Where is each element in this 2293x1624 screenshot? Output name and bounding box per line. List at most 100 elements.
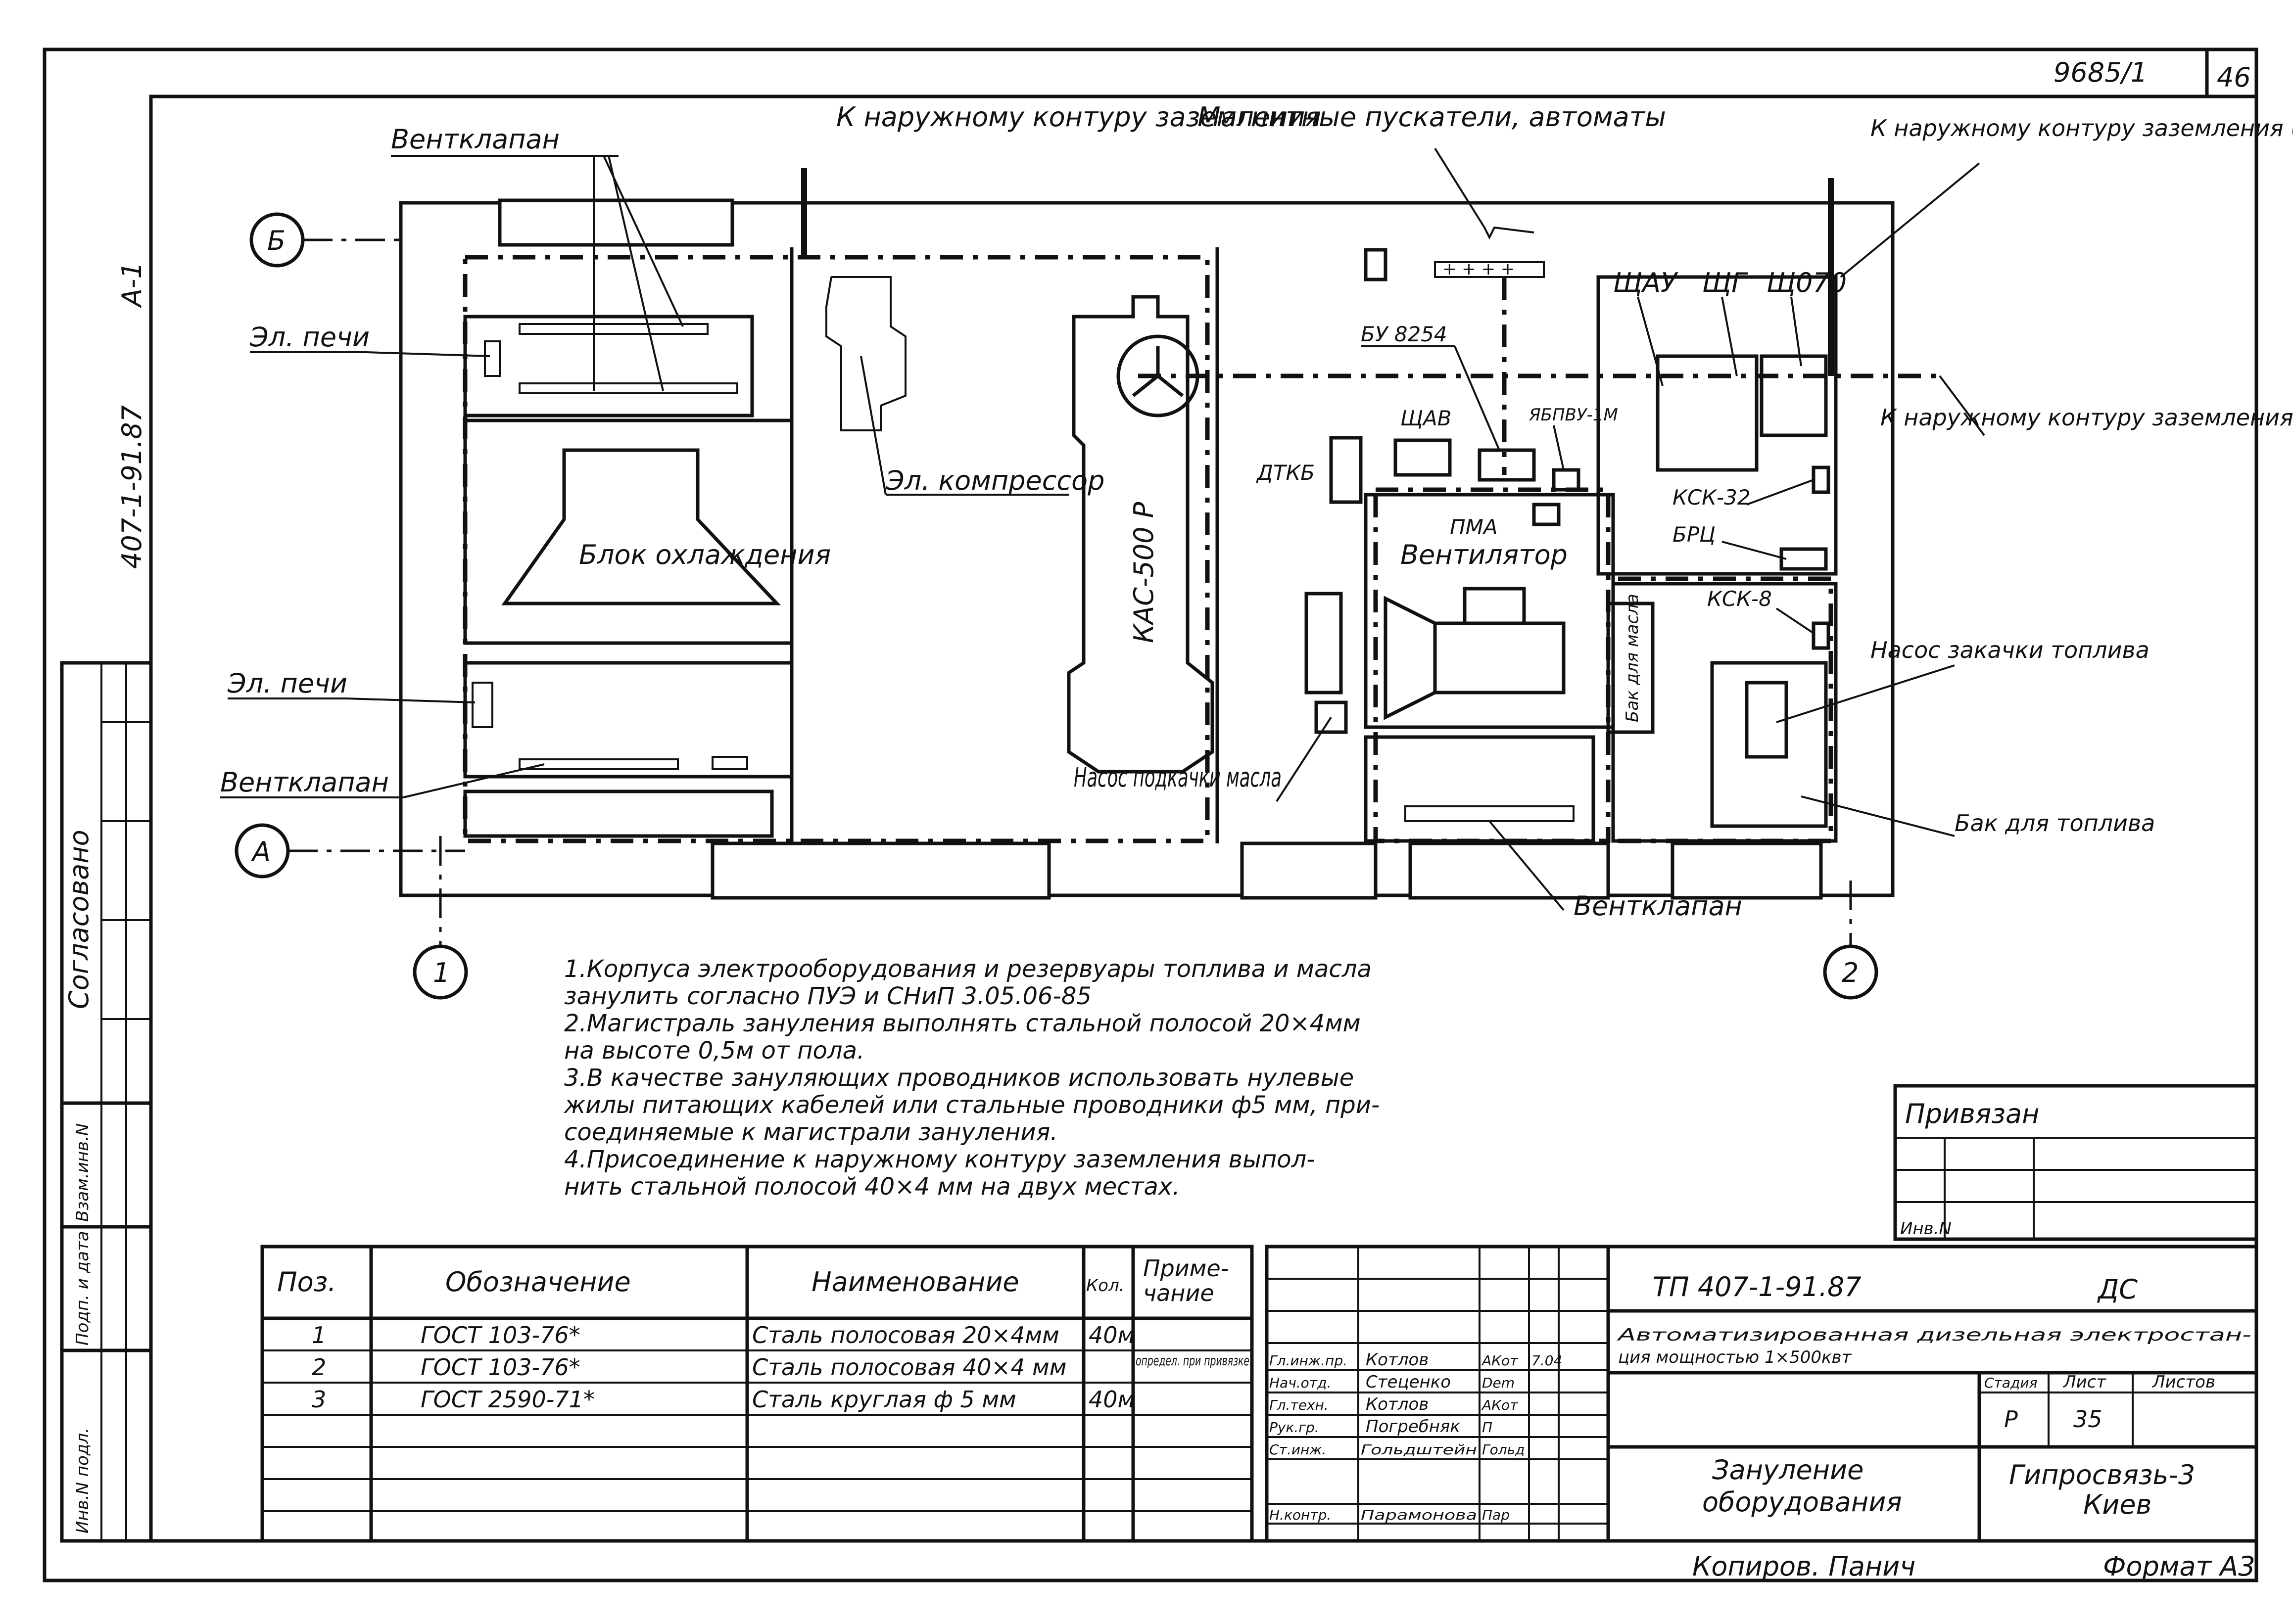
bottom-opening-3 (1408, 841, 1610, 900)
el-pech-5 (712, 756, 748, 770)
fan-label: Вентилятор (1400, 539, 1568, 570)
person-1-sign: АКот (1481, 1352, 1518, 1369)
leader-fuel-tank (1801, 795, 1955, 837)
note-line-9: нить стальной полосой 40×4 мм на двух ме… (564, 1173, 1180, 1201)
label-shchau: ЩАУ (1613, 267, 1678, 298)
spec-h-note-1: Приме- (1143, 1255, 1229, 1282)
label-dtkb: ДТКБ (1256, 461, 1315, 485)
note-line-4: на высоте 0,5м от пола. (564, 1037, 864, 1065)
el-pech-3 (484, 340, 501, 377)
axis-b-label: Б (267, 225, 286, 256)
person-1-name: Котлов (1366, 1350, 1429, 1370)
panel-shchau-shchg (1656, 354, 1759, 472)
spec-r2-name: Сталь полосовая 40×4 мм (752, 1354, 1066, 1381)
label-shchav: ЩАВ (1400, 406, 1451, 430)
leader-ventklapan-2 (603, 155, 684, 327)
el-pech-6 (472, 682, 493, 728)
note-line-1: 1.Корпуса электрооборудования и резервуа… (564, 955, 1372, 983)
label-ext-contour-top: К наружному контуру заземления (836, 101, 1321, 133)
grounding-main (463, 255, 1210, 843)
el-pech-4 (519, 758, 679, 770)
leader-el-pechi-top (366, 351, 490, 357)
leader-ventklapan-bottom (1488, 820, 1565, 911)
axes: Б А 1 2 (235, 212, 1878, 1000)
person-2-sign: Dem (1482, 1375, 1515, 1391)
label-ksk8: КСК-8 (1707, 587, 1772, 611)
label-shchg: ЩГ (1702, 267, 1748, 298)
label-magnetic: Магнитные пускатели, автоматы (1197, 101, 1666, 133)
title-stage-h: Стадия (1984, 1375, 2037, 1391)
bound-title: Привязан (1905, 1098, 2039, 1129)
spec-r1-designation: ГОСТ 103-76* (421, 1322, 580, 1348)
cooling-block-label: Блок охлаждения (579, 539, 831, 570)
spec-r3-qty: 40м (1089, 1386, 1135, 1413)
note-line-8: 4.Присоединение к наружному контуру зазе… (564, 1146, 1315, 1173)
label-yabpvu: ЯБПВУ-1М (1529, 405, 1618, 425)
leader-ext-v1 (1840, 162, 1980, 278)
room-el-pechi-top (463, 315, 754, 418)
strip-cell-replace-inv: Взам.инв.N (73, 1123, 93, 1222)
generator-star (1132, 346, 1184, 397)
title-stage: Р (2004, 1406, 2018, 1433)
plan-labels: Вентклапан Эл. печи Эл. печи Вентклапан … (220, 101, 2293, 922)
person-2-name: Стеценко (1366, 1372, 1451, 1392)
leader-ext-v2 (1939, 375, 1985, 436)
note-line-3: 2.Магистраль зануления выполнять стально… (564, 1010, 1361, 1037)
leader-shchau (1637, 296, 1664, 386)
label-ventklapan-left: Вентклапан (220, 767, 389, 798)
person-5-role: Ст.инж. (1269, 1441, 1326, 1458)
doc-number-top: 9685/1 (2054, 57, 2148, 88)
person-6-role: Н.контр. (1269, 1507, 1331, 1523)
agreed-label: Согласовано (63, 830, 95, 1009)
axis-a-label: А (251, 836, 271, 867)
left-strip: Согласовано Взам.инв.N Подп. и дата Инв.… (60, 661, 153, 1543)
leader-shchg (1721, 296, 1738, 376)
label-ksk32: КСК-32 (1672, 485, 1751, 510)
label-bu: БУ 8254 (1361, 322, 1447, 346)
spec-r1-qty: 40м (1089, 1322, 1135, 1348)
spec-r3-designation: ГОСТ 2590-71* (421, 1386, 595, 1413)
label-ext-contour-v1: К наружному контуру заземления (вариант … (1870, 115, 2293, 141)
bound-inv: Инв.N (1900, 1219, 1952, 1239)
person-1-date: 7.04 (1531, 1352, 1562, 1369)
label-fuel-tank: Бак для топлива (1955, 810, 2155, 836)
panel-dtkb (1329, 436, 1363, 504)
person-3-name: Котлов (1366, 1394, 1429, 1414)
magnetic-starters-plus: + + + + (1442, 259, 1515, 279)
note-line-5: 3.В качестве зануляющих проводников испо… (564, 1064, 1354, 1092)
label-el-pechi-bottom: Эл. печи (227, 668, 347, 699)
pma-label: ПМА (1450, 515, 1498, 539)
note-line-7: соединяемые к магистрали зануления. (564, 1118, 1058, 1146)
title-block: ТП 407-1-91.87 ДС Автоматизированная диз… (1265, 1245, 2258, 1543)
person-2-role: Нач.отд. (1269, 1375, 1331, 1391)
room-panels (1596, 275, 1838, 576)
spec-r3-name: Сталь круглая ф 5 мм (752, 1386, 1016, 1413)
title-frame (1265, 1245, 2258, 1543)
bottom-opening-2 (1240, 841, 1378, 900)
sheet-number: 46 (2217, 62, 2251, 93)
spec-r3-pos: 3 (312, 1386, 326, 1413)
person-5-sign: Гольд (1482, 1441, 1525, 1458)
generator-symbol (1116, 334, 1199, 418)
title-sheets-h: Листов (2151, 1372, 2215, 1392)
person-4-sign: П (1482, 1419, 1492, 1436)
title-sheet-h: Лист (2062, 1372, 2106, 1392)
person-4-name: Погребняк (1366, 1417, 1460, 1437)
leader-yabpvu (1553, 425, 1565, 470)
bottom-opening-4 (1671, 841, 1823, 900)
panel-ksk8 (1812, 621, 1830, 650)
person-4-role: Рук.гр. (1269, 1419, 1319, 1436)
spec-table: Поз. Обозначение Наименование Кол. Приме… (260, 1245, 1254, 1543)
person-6-name: Парамонова (1361, 1507, 1477, 1523)
title-org-2: Киев (2083, 1489, 2151, 1520)
spec-h-pos: Поз. (277, 1266, 336, 1298)
axis-1-bubble (413, 944, 468, 1000)
label-ventklapan-top: Вентклапан (391, 124, 560, 155)
panel-yabpvu (1552, 468, 1580, 492)
spec-r1-pos: 1 (312, 1322, 326, 1348)
strip-cell-inv-orig: Инв.N подл. (73, 1428, 93, 1533)
leader-ksk32 (1746, 479, 1814, 506)
bottom-opening-1 (711, 841, 1051, 900)
el-pech-2 (519, 382, 738, 394)
